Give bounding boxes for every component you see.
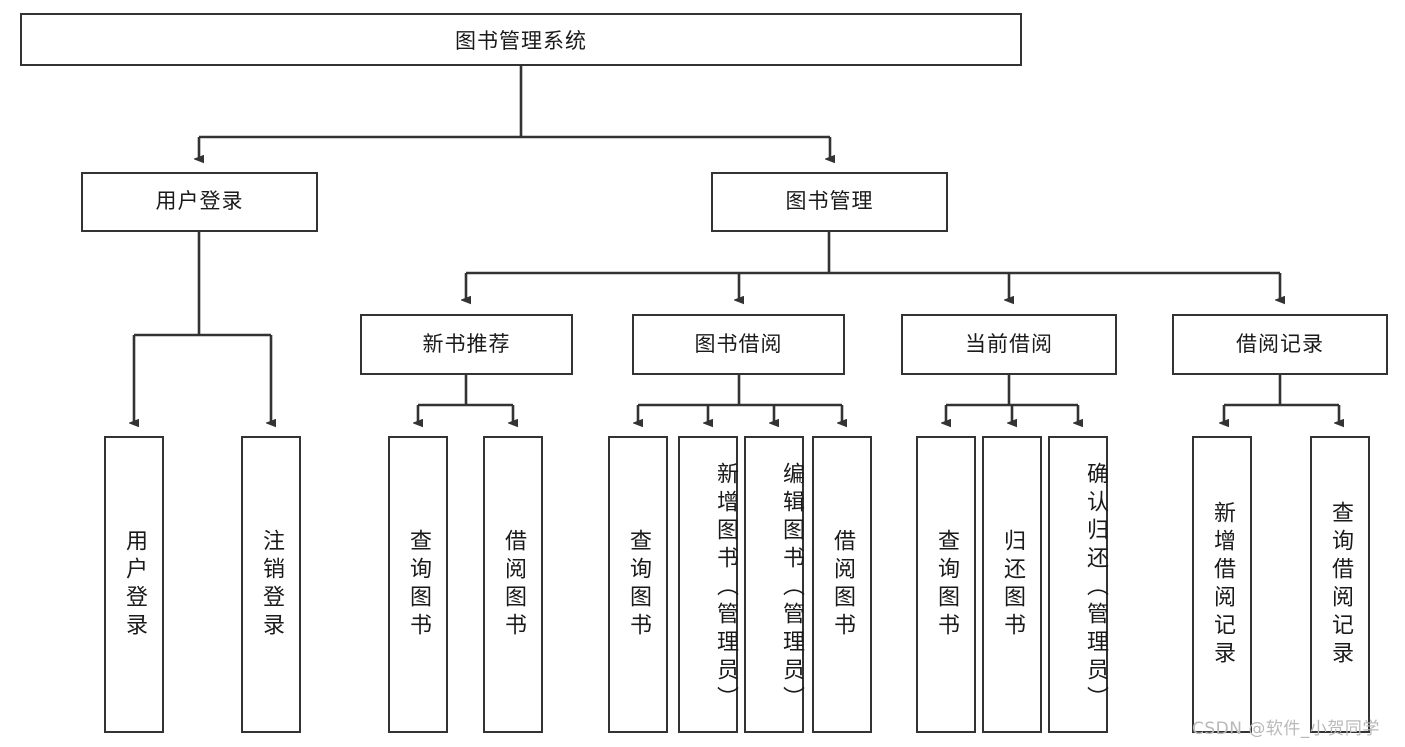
leaf-user-login-login[interactable]: 用户登录 (104, 436, 164, 733)
leaf-book-borrow-query-books[interactable]: 查询图书 (608, 436, 668, 733)
leaf-book-borrow-add-book-admin[interactable]: 新增图书（管理员） (678, 436, 738, 733)
leaf-new-book-borrow-books[interactable]: 借阅图书 (483, 436, 543, 733)
node-borrow-record[interactable]: 借阅记录 (1172, 314, 1388, 375)
node-user-login[interactable]: 用户登录 (81, 172, 318, 232)
node-new-book-recommend[interactable]: 新书推荐 (360, 314, 573, 375)
leaf-current-borrow-return-books[interactable]: 归还图书 (982, 436, 1042, 733)
leaf-book-borrow-edit-book-admin[interactable]: 编辑图书（管理员） (744, 436, 804, 733)
leaf-borrow-record-query-record[interactable]: 查询借阅记录 (1310, 436, 1370, 733)
node-root-system[interactable]: 图书管理系统 (20, 13, 1022, 66)
leaf-current-borrow-query-books[interactable]: 查询图书 (916, 436, 976, 733)
csdn-watermark: CSDN @软件_小贺同学 (1192, 719, 1380, 739)
leaf-user-login-logout[interactable]: 注销登录 (241, 436, 301, 733)
node-book-borrow[interactable]: 图书借阅 (632, 314, 845, 375)
node-book-management[interactable]: 图书管理 (711, 172, 948, 232)
leaf-current-borrow-confirm-return-admin[interactable]: 确认归还（管理员） (1048, 436, 1108, 733)
node-current-borrow[interactable]: 当前借阅 (901, 314, 1117, 375)
leaf-borrow-record-add-record[interactable]: 新增借阅记录 (1192, 436, 1252, 733)
leaf-book-borrow-borrow-books[interactable]: 借阅图书 (812, 436, 872, 733)
leaf-new-book-query-books[interactable]: 查询图书 (388, 436, 448, 733)
